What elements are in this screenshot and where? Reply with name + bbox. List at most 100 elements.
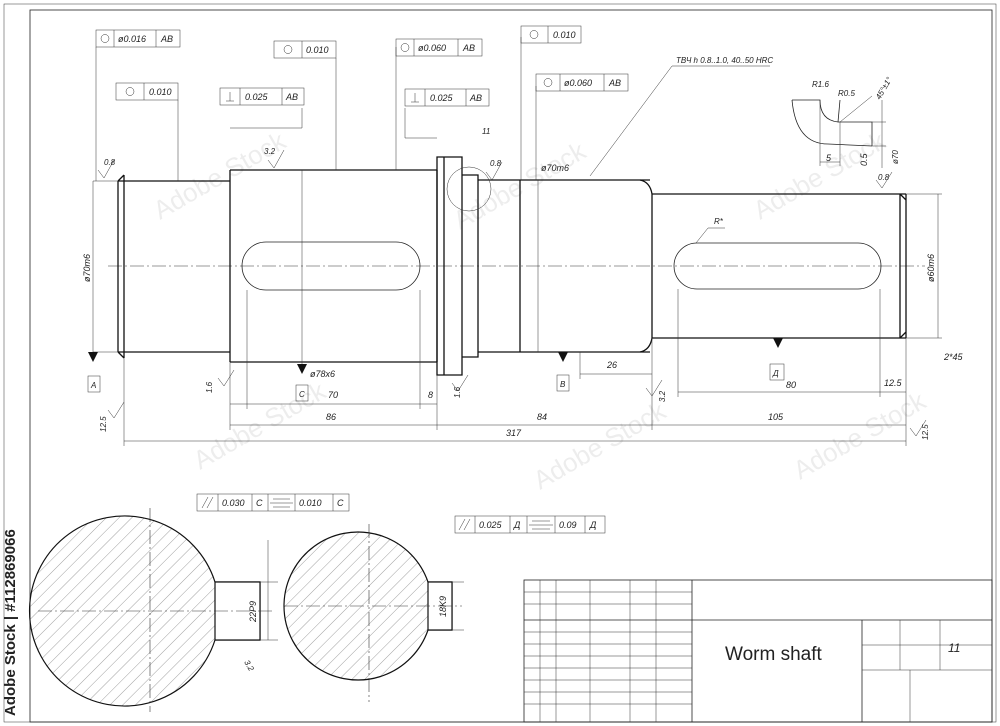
detail-dim-05: 0.5 — [859, 152, 869, 166]
tolerance-frame: 0.025 AB — [404, 88, 490, 107]
section-right: 18K9 — [283, 524, 464, 702]
roughness-symbol — [267, 149, 285, 169]
dim-86: 86 — [326, 412, 336, 422]
dim-105: 105 — [768, 412, 784, 422]
roughness-label: 0.8 — [878, 173, 890, 182]
dim-8: 8 — [428, 390, 433, 400]
roughness-symbol — [485, 161, 503, 181]
detail-circle — [446, 166, 492, 212]
tolerance-frame: 0.025 AB — [219, 87, 305, 106]
left-journal — [117, 174, 230, 359]
section-right-key: 18K9 — [438, 596, 448, 617]
roughness-symbol — [217, 369, 235, 387]
datum-triangle — [297, 364, 307, 374]
roughness-symbol — [875, 171, 893, 189]
datum-box-b — [556, 374, 570, 392]
middle-body — [229, 169, 438, 363]
symmetry-icon — [270, 498, 293, 508]
svg-text:0.010: 0.010 — [553, 30, 576, 40]
datum-box-d — [769, 363, 785, 381]
svg-text:AB: AB — [469, 93, 482, 103]
section-left: 22P9 3.2 — [29, 508, 278, 712]
svg-text:0.010: 0.010 — [149, 87, 172, 97]
roughness-marks: 0.8 3.2 1.6 1.6 0.8 3.2 0.8 12.5 12.5 — [97, 147, 930, 440]
tolerance-frame: 0.010 — [520, 25, 582, 44]
tolerance-frame: 0.025 Д 0.09 Д — [454, 515, 606, 534]
tolerance-frame: 0.010 — [115, 82, 179, 101]
svg-text:Д: Д — [513, 520, 521, 530]
datum-b: B — [560, 380, 566, 389]
roughness-symbol — [909, 419, 927, 437]
svg-text:0.09: 0.09 — [559, 520, 577, 530]
roughness-label: 3.2 — [658, 390, 667, 402]
svg-text:0.025: 0.025 — [430, 93, 454, 103]
title-block: Worm shaft 11 — [523, 579, 993, 723]
svg-text:AB: AB — [462, 43, 475, 53]
symmetry-icon — [529, 520, 553, 530]
svg-text:0.010: 0.010 — [306, 45, 329, 55]
tolerance-frame: ø0.060 AB — [535, 73, 629, 92]
roughness-symbol — [645, 379, 663, 397]
svg-text:AB: AB — [285, 92, 298, 102]
roughness-label: 0.8 — [490, 159, 502, 168]
roughness-label: 12.5 — [921, 424, 930, 440]
svg-text:0.010: 0.010 — [299, 498, 322, 508]
runout-icon — [100, 34, 110, 43]
datum-a: A — [90, 381, 96, 390]
dia-middle: ø78x6 — [310, 369, 335, 379]
roughness-symbol — [97, 159, 115, 179]
watermark-side: Adobe Stock | #112869066 — [2, 476, 26, 726]
dim-125: 12.5 — [884, 378, 903, 388]
datums: A C B Д — [87, 338, 785, 402]
watermark-side-text: Adobe Stock | #112869066 — [2, 529, 19, 716]
collar — [436, 156, 479, 376]
sheet-number: 11 — [948, 641, 960, 655]
perpendicularity-icon — [226, 92, 234, 102]
dim-84: 84 — [537, 412, 547, 422]
dimension-lines — [92, 37, 942, 446]
shaft-main-view — [108, 156, 925, 376]
right-end — [899, 193, 907, 339]
title-text: Worm shaft — [725, 644, 823, 665]
detail-r16: R1.6 — [812, 80, 829, 89]
datum-d: Д — [772, 369, 779, 378]
watermark-tile: Adobe Stock — [528, 395, 672, 495]
datum-box-c — [295, 384, 309, 402]
keyway-left — [241, 241, 421, 291]
dim-317: 317 — [506, 428, 522, 438]
detail-dia-70: ø70 — [891, 150, 900, 164]
datum-triangle — [773, 338, 783, 348]
roughness-label: 0.8 — [104, 158, 116, 167]
section-left-key: 22P9 — [248, 601, 258, 623]
dim-26: 26 — [606, 360, 617, 370]
dia-bearing: ø70m6 — [541, 163, 569, 173]
roughness-label: 1.6 — [205, 381, 214, 393]
dim-chamfer: 2*45 — [943, 352, 964, 362]
cylindricity-icon — [529, 30, 539, 39]
parallelism-icon — [201, 496, 214, 509]
tolerance-frames: ø0.016 AB 0.010 0.010 0.025 AB ø0.060 — [95, 25, 629, 534]
roughness-label: 12.5 — [99, 416, 108, 432]
svg-text:0.025: 0.025 — [479, 520, 503, 530]
roughness-symbol — [107, 401, 125, 419]
parallelism-icon — [458, 518, 471, 531]
dimension-labels: 70 86 8 84 317 26 105 80 12.5 2*45 ø70m6… — [82, 56, 964, 438]
datum-triangle — [558, 352, 568, 362]
watermark-tile: Adobe Stock — [788, 385, 932, 485]
keyway-right — [673, 242, 882, 290]
cylindricity-icon — [125, 87, 135, 96]
svg-text:0.030: 0.030 — [222, 498, 245, 508]
dia-left-journal: ø70m6 — [82, 254, 92, 282]
tolerance-frame: 0.010 — [273, 40, 337, 59]
detail-angle: 45°±1° — [874, 75, 894, 101]
svg-text:0.025: 0.025 — [245, 92, 269, 102]
svg-text:ø0.016: ø0.016 — [118, 34, 146, 44]
detail-ref: 11 — [482, 127, 490, 136]
detail-dim-5: 5 — [826, 153, 832, 163]
roughness-symbol — [451, 374, 469, 392]
tolerance-frame: ø0.016 AB — [95, 29, 181, 48]
datum-c: C — [299, 390, 305, 399]
inner-frame — [29, 9, 993, 723]
svg-text:AB: AB — [160, 34, 173, 44]
